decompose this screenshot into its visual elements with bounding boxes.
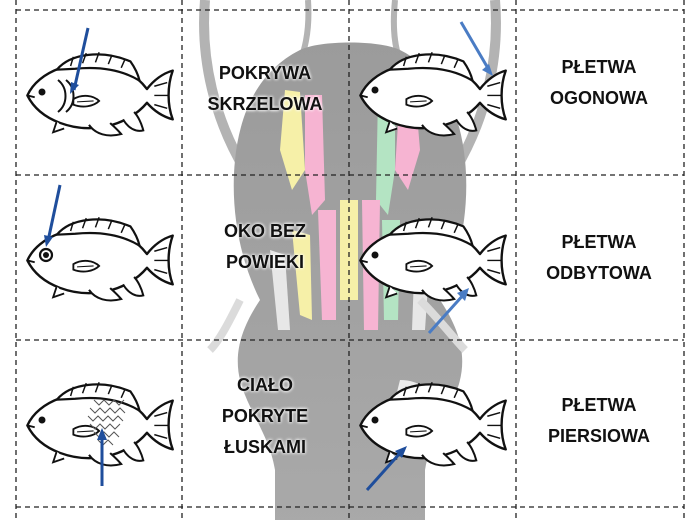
card-fish-eye <box>16 175 182 335</box>
card-label-gill-cover: POKRYWA SKRZELOWA <box>182 58 348 120</box>
card-label-anal-fin: PŁETWA ODBYTOWA <box>516 227 682 289</box>
pointer-arrow-icon <box>365 450 403 492</box>
card-line: CIAŁO <box>237 375 293 395</box>
card-line: PIERSIOWA <box>547 426 650 446</box>
card-line: ODBYTOWA <box>546 263 652 283</box>
card-line: OKO BEZ <box>223 221 306 241</box>
card-line: PŁETWA <box>561 395 637 415</box>
card-line: PŁETWA <box>561 232 637 252</box>
card-line: OGONOWA <box>550 88 648 108</box>
card-fish-tail-fin <box>349 10 515 170</box>
card-line: PŁETWA <box>561 57 637 77</box>
card-line: POKRYWA <box>218 63 312 83</box>
card-line: SKRZELOWA <box>207 94 323 114</box>
card-label-pectoral-fin: PŁETWA PIERSIOWA <box>516 390 682 452</box>
pointer-arrow-icon <box>427 291 467 335</box>
pointer-arrow-icon <box>72 27 90 91</box>
pointer-arrow-icon <box>459 21 491 71</box>
card-line: POWIEKI <box>225 252 304 272</box>
card-fish-anal-fin <box>349 175 515 335</box>
card-fish-pectoral-fin <box>349 340 515 500</box>
card-line: ŁUSKAMI <box>224 437 306 457</box>
pointer-arrow-icon <box>46 184 62 242</box>
card-fish-gill-cover <box>16 10 182 170</box>
card-label-eye: OKO BEZ POWIEKI <box>182 216 348 278</box>
card-label-tail-fin: PŁETWA OGONOWA <box>516 52 682 114</box>
card-line: POKRYTE <box>221 406 309 426</box>
card-label-scales: CIAŁO POKRYTE ŁUSKAMI <box>182 370 348 463</box>
card-fish-scales <box>16 340 182 500</box>
